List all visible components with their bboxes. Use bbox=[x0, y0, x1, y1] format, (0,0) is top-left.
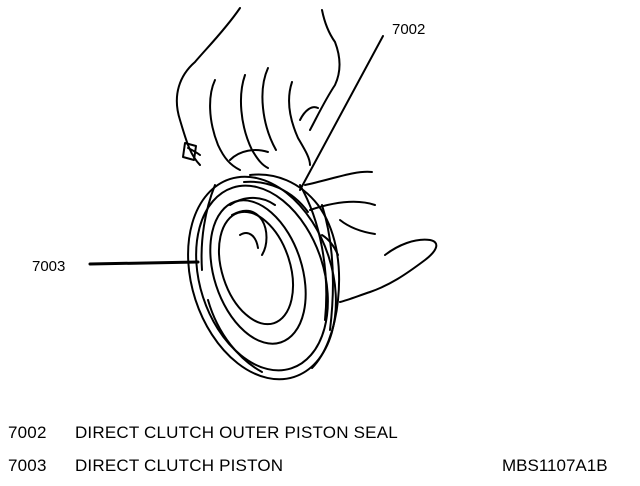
legend-text: DIRECT CLUTCH PISTON bbox=[74, 456, 284, 475]
legend-row: 7002 DIRECT CLUTCH OUTER PISTON SEAL bbox=[8, 423, 398, 443]
legend-number: 7002 bbox=[8, 423, 47, 442]
outer-piston-seal bbox=[243, 173, 341, 369]
legend-number: 7003 bbox=[8, 456, 47, 475]
callout-7002-leader bbox=[299, 35, 384, 191]
callout-7003-leader bbox=[88, 260, 200, 266]
callout-7002-label: 7002 bbox=[392, 21, 425, 38]
lower-hand-illustration bbox=[304, 170, 438, 303]
callout-7003-label: 7003 bbox=[32, 258, 65, 275]
hand-illustration bbox=[175, 7, 341, 171]
legend-text: DIRECT CLUTCH OUTER PISTON SEAL bbox=[74, 423, 398, 442]
figure-id: MBS1107A1B bbox=[502, 456, 608, 475]
legend-row: 7003 DIRECT CLUTCH PISTON bbox=[8, 456, 283, 476]
piston-ring bbox=[187, 175, 337, 381]
